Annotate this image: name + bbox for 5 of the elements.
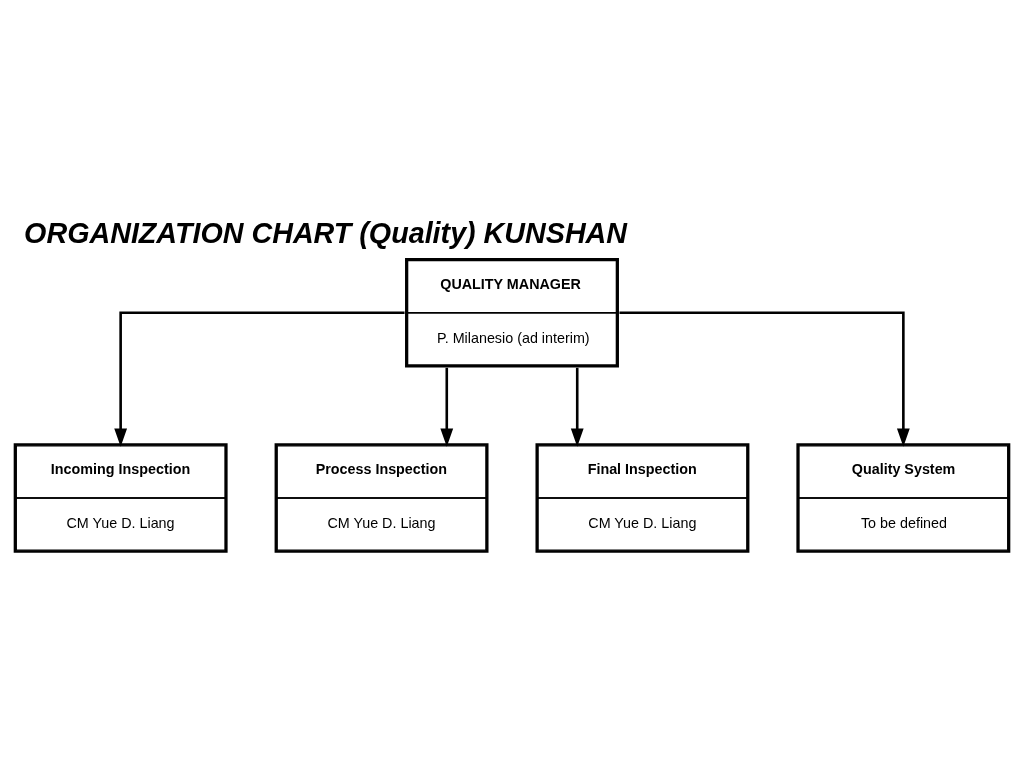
arrow bbox=[570, 367, 584, 447]
arrow bbox=[619, 310, 910, 447]
arrow bbox=[114, 310, 405, 447]
arrow bbox=[440, 367, 454, 447]
diagram-title: ORGANIZATION CHART (Quality) KUNSHAN bbox=[24, 216, 628, 249]
